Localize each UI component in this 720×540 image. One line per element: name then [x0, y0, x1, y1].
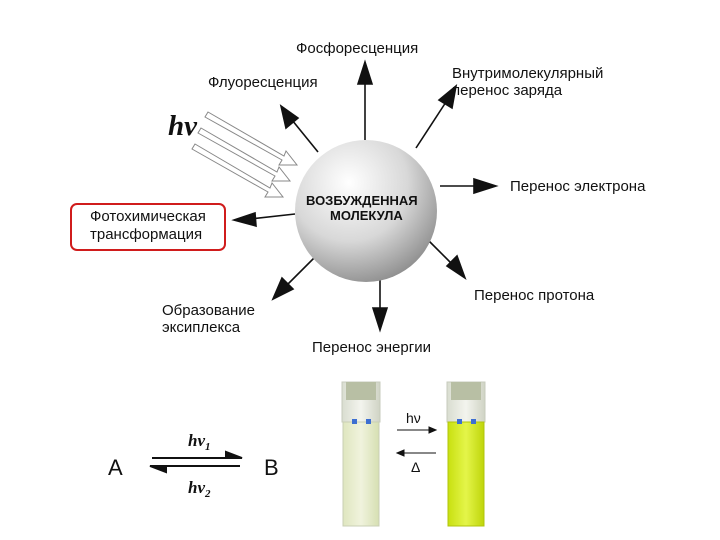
reverse-hv-subscript: 2 [205, 488, 211, 500]
cuvette-right [446, 381, 486, 527]
equilibrium-arrows [149, 450, 243, 474]
reverse-hv: hν2 [188, 479, 211, 503]
arrow-charge-transfer [415, 101, 447, 149]
forward-hv: hν1 [188, 432, 211, 456]
arrow-fluorescence [291, 119, 319, 153]
hv-label: hν [168, 110, 197, 142]
cuvette-left [341, 381, 381, 527]
cuvettes-photo [327, 377, 492, 530]
label-exciplex-2: эксиплекса [162, 319, 241, 336]
photochemical-highlight-box [70, 203, 226, 251]
light-beams [191, 111, 299, 198]
arrow-photochemical [249, 213, 296, 220]
label-exciplex-1: Образование [162, 302, 255, 319]
species-b: B [264, 455, 279, 480]
reverse-hv-symbol: hν [188, 478, 205, 497]
label-charge-transfer-2: перенос заряда [452, 82, 563, 99]
arrow-proton-transfer [427, 239, 453, 265]
label-photochemical-1: Фотохимическая [90, 208, 206, 225]
label-energy-transfer: Перенос энергии [312, 339, 431, 356]
forward-hv-subscript: 1 [205, 441, 211, 453]
excited-molecule-sphere [295, 140, 437, 282]
label-fluorescence: Флуоресценция [208, 74, 318, 91]
label-charge-transfer-1: Внутримолекулярный [452, 65, 604, 82]
arrow-exciplex [287, 253, 319, 285]
process-arrows [231, 59, 499, 333]
cuvette-forward-label: hν [406, 410, 421, 426]
forward-hv-symbol: hν [188, 431, 205, 450]
center-label-line1: ВОЗБУЖДЕННАЯ [306, 193, 418, 208]
species-a: A [108, 455, 123, 480]
cuvette-reverse-label: Δ [411, 459, 421, 475]
label-proton-transfer: Перенос протона [474, 287, 595, 304]
center-label-line2: МОЛЕКУЛА [330, 208, 403, 223]
label-phosphorescence: Фосфоресценция [296, 40, 419, 57]
label-photochemical-2: трансформация [90, 226, 203, 243]
label-electron-transfer: Перенос электрона [510, 178, 646, 195]
